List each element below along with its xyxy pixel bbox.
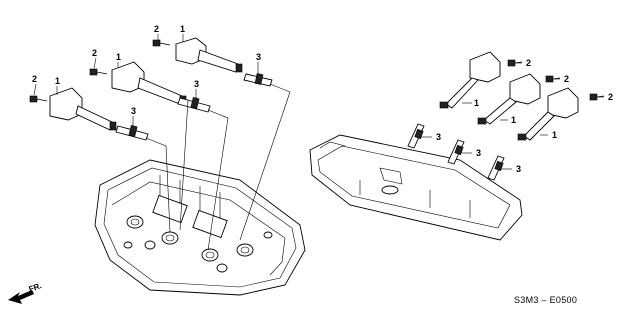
spark-plug-top-left[interactable] xyxy=(243,73,273,87)
callout-coil-right-2: 1 xyxy=(511,115,516,125)
callout-coil-mid-left: 1 xyxy=(116,52,121,62)
spark-plug-bottom-left[interactable] xyxy=(115,125,149,141)
spark-plug-mid-left[interactable] xyxy=(177,97,211,113)
callout-bolt-bottom-left: 2 xyxy=(32,74,37,84)
bolt-top-left[interactable] xyxy=(152,39,171,47)
callout-coil-right-1: 1 xyxy=(474,98,479,108)
ignition-coil-right-1[interactable] xyxy=(439,51,501,109)
ignition-coil-bottom-left[interactable] xyxy=(49,87,117,131)
ignition-coil-right-3[interactable] xyxy=(517,87,579,141)
ignition-coil-top-left[interactable] xyxy=(175,37,243,73)
callout-bolt-mid-left: 2 xyxy=(92,48,97,58)
callout-bolt-right-2: 2 xyxy=(564,74,569,84)
spark-plug-right-1[interactable] xyxy=(407,123,425,149)
direction-label: FR. xyxy=(28,281,43,294)
callout-plug-right-1: 3 xyxy=(436,132,441,142)
callout-coil-right-3: 1 xyxy=(552,130,557,140)
callout-bolt-top-left: 2 xyxy=(154,24,159,34)
bolt-mid-left[interactable] xyxy=(89,68,108,76)
right-head-cover xyxy=(309,134,523,241)
callout-plug-top-left: 3 xyxy=(256,52,261,62)
callout-leaders xyxy=(33,34,604,170)
spark-plug-right-3[interactable] xyxy=(487,155,505,181)
fr-arrow-icon xyxy=(8,290,34,304)
callout-plug-bottom-left: 3 xyxy=(131,106,136,116)
callout-bolt-right-3: 2 xyxy=(608,92,613,102)
assembly-lines-left xyxy=(145,83,291,251)
callout-plug-right-3: 3 xyxy=(516,164,521,174)
callout-coil-bottom-left: 1 xyxy=(55,76,60,86)
ignition-coil-mid-left[interactable] xyxy=(111,61,187,105)
callout-bolt-right-1: 2 xyxy=(526,58,531,68)
callout-plug-right-2: 3 xyxy=(476,148,481,158)
left-head-cover xyxy=(94,159,306,296)
callout-plug-mid-left: 3 xyxy=(194,79,199,89)
callout-coil-top-left: 1 xyxy=(180,24,185,34)
bolt-bottom-left[interactable] xyxy=(29,95,48,103)
diagram-code: S3M3 – E0500 xyxy=(514,295,577,305)
ignition-coil-right-2[interactable] xyxy=(477,73,541,125)
spark-plug-right-2[interactable] xyxy=(447,139,465,165)
